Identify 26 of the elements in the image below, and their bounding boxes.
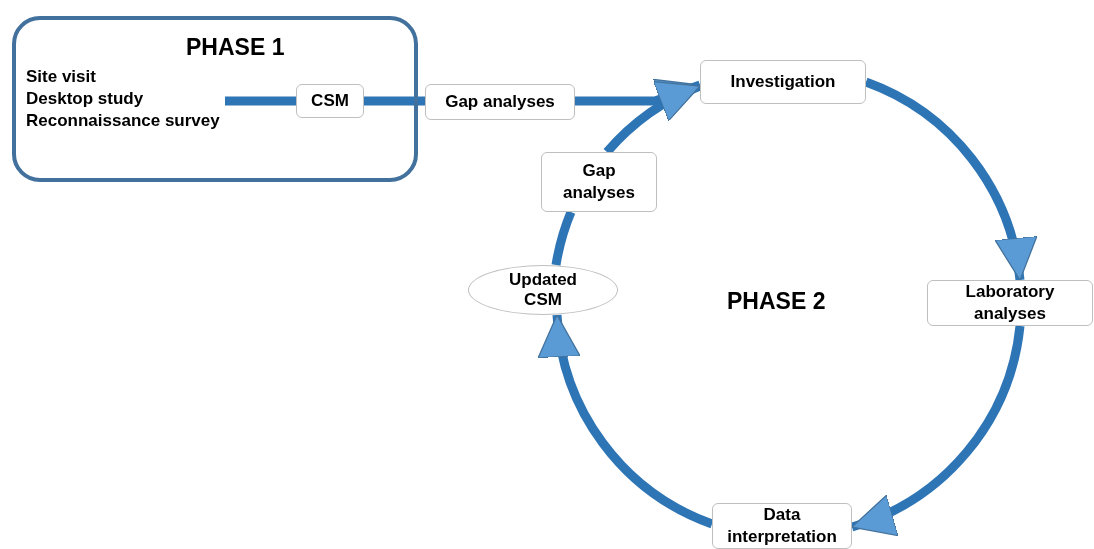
- list-item: Desktop study: [26, 88, 145, 110]
- node-label: CSM: [310, 90, 350, 112]
- process-box: [296, 84, 364, 118]
- list-item: Reconnaissance survey: [26, 110, 220, 132]
- arrow: [575, 78, 702, 120]
- process-box: [425, 84, 575, 120]
- connector-line: [551, 210, 576, 266]
- process-box: [541, 152, 657, 212]
- section-label: PHASE 2: [727, 287, 826, 316]
- process-box: [700, 60, 866, 104]
- connector-line: [364, 96, 425, 106]
- connector-line: [225, 96, 296, 106]
- process-box: [927, 280, 1093, 326]
- process-box: [712, 503, 852, 549]
- phase-panel: [12, 16, 418, 182]
- arrow: [850, 325, 1025, 534]
- node-label: Laboratory analyses: [964, 281, 1056, 325]
- panel-title: PHASE 1: [186, 36, 285, 59]
- arrow: [864, 77, 1035, 281]
- list-item: Site visit: [26, 66, 97, 88]
- node-label: Investigation: [729, 71, 837, 93]
- node-label: Data interpretation: [726, 504, 838, 548]
- node-label: Gap analyses: [562, 160, 636, 204]
- arrow: [540, 314, 714, 529]
- node-label: Gap analyses: [444, 91, 556, 113]
- node-label: Updated CSM: [508, 270, 578, 310]
